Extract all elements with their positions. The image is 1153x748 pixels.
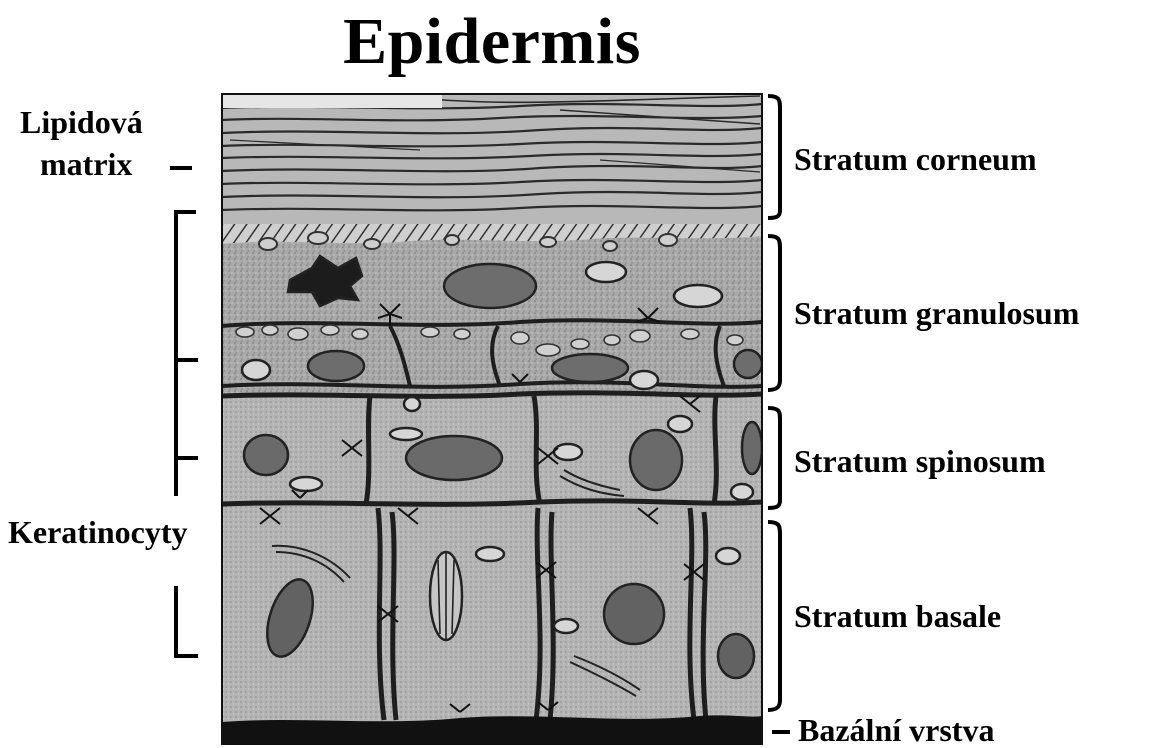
label-lipid-matrix-line1: Lipidová [20,104,143,140]
label-basal-layer: Bazální vrstva [798,712,994,748]
tissue-block [222,94,762,744]
label-stratum-granulosum: Stratum granulosum [794,295,1079,331]
label-stratum-corneum: Stratum corneum [794,141,1037,177]
corneum-area [222,94,762,224]
right-brackets [768,96,780,710]
keratinocyte-bracket [176,212,198,656]
label-stratum-basale: Stratum basale [794,598,1001,634]
bracket-granulosum [768,236,780,390]
bracket-spinosum [768,408,780,508]
label-keratinocytes: Keratinocyty [8,514,188,550]
label-lipid-matrix-line2: matrix [40,146,132,182]
label-stratum-spinosum: Stratum spinosum [794,443,1046,479]
bracket-basale [768,522,780,710]
bracket-corneum [768,96,780,218]
